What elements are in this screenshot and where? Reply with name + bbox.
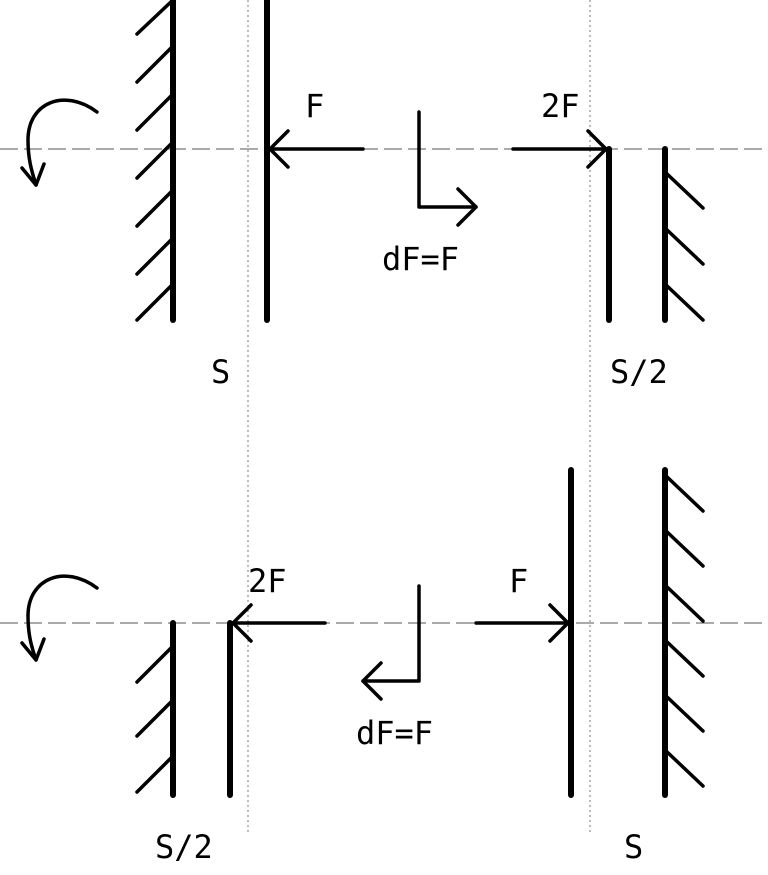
bottom-gap-right-label: S: [624, 828, 643, 866]
top-delta-label: dF=F: [382, 240, 459, 278]
top-delta-arrow: [417, 110, 478, 227]
bottom-gap-left-label: S/2: [155, 828, 213, 866]
bottom-rotation-arrow: [20, 574, 99, 662]
bottom-assembly: 2F dF=F F S/2 S: [20, 467, 705, 866]
top-left-wall: [135, 0, 176, 323]
bottom-delta-label: dF=F: [356, 714, 433, 752]
top-force-left-label: F: [305, 87, 324, 125]
bottom-force-right-label: F: [509, 562, 528, 600]
top-force-left-arrow: [268, 129, 365, 169]
top-gap-left-label: S: [211, 353, 230, 391]
top-force-right-label: 2F: [541, 87, 580, 125]
bottom-force-right-arrow: [474, 603, 570, 643]
top-rotation-arrow: [20, 98, 99, 187]
top-force-right-arrow: [511, 129, 608, 169]
bottom-force-left-arrow: [231, 603, 327, 643]
bottom-force-left-label: 2F: [248, 562, 287, 600]
bottom-left-wall: [135, 620, 176, 798]
bottom-right-wall: [662, 467, 705, 798]
top-gap-right-label: S/2: [610, 353, 668, 391]
top-right-wall: [662, 146, 705, 323]
bottom-delta-arrow: [361, 584, 421, 701]
top-assembly: F dF=F 2F S S/2: [20, 0, 705, 391]
